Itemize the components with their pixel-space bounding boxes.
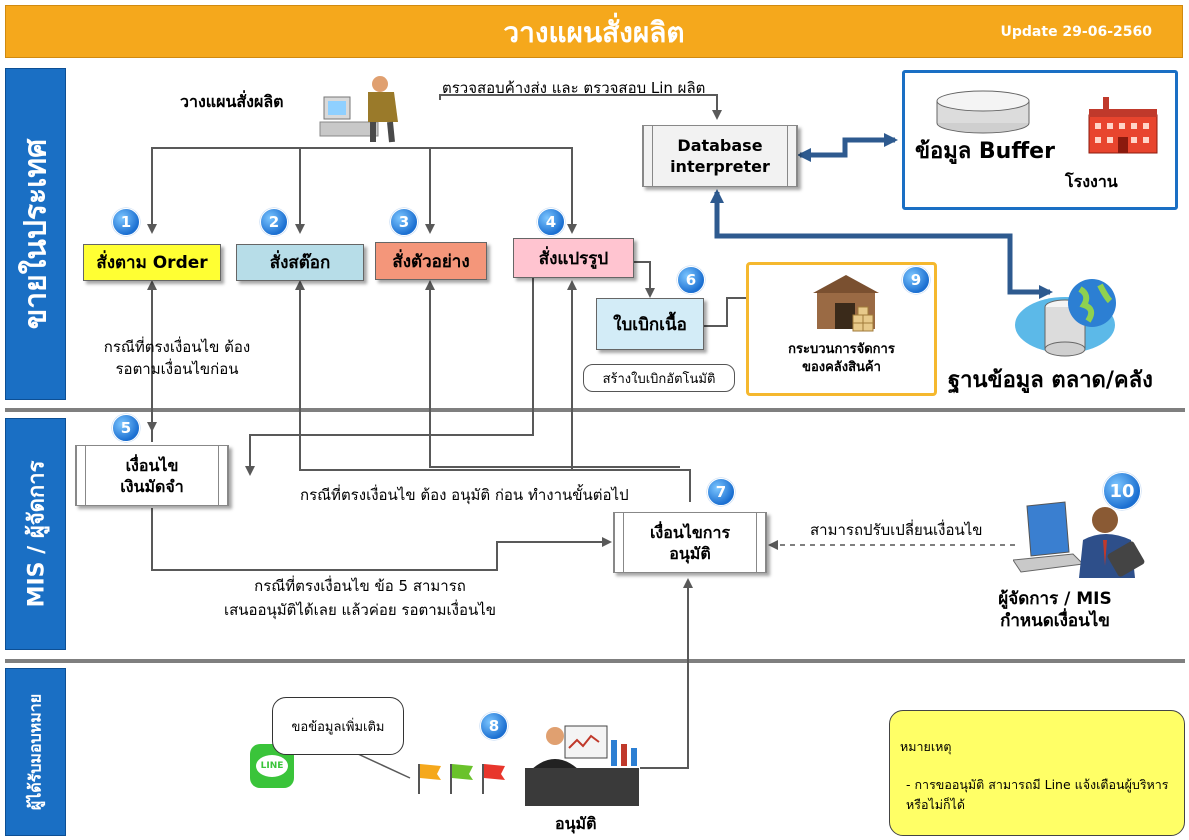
manager-line2: กำหนดเงื่อนไข	[1000, 611, 1110, 631]
wait-note-line2: รอตามเงื่อนไขก่อน	[115, 360, 239, 378]
line-app-icon: LINE	[250, 744, 294, 788]
factory-label: โรงงาน	[1065, 172, 1118, 191]
database-disk-icon	[936, 90, 1030, 134]
update-date: Update 29-06-2560	[1000, 24, 1152, 40]
approve-condition-note: กรณีที่ตรงเงื่อนไข ต้อง อนุมัติ ก่อน ทำง…	[300, 486, 629, 504]
section-divider	[5, 659, 1185, 663]
step-8-badge: 8	[480, 712, 508, 740]
line-icon-text: LINE	[256, 755, 288, 777]
sidebar-assignee: ผู้ได้รับมอบหมาย	[5, 668, 66, 836]
section-divider	[5, 408, 1185, 412]
warehouse-label: กระบวนการจัดการ ของคลังสินค้า	[749, 341, 934, 377]
step-4-badge: 4	[537, 208, 565, 236]
approval-line2: อนุมัติ	[669, 543, 711, 563]
planner-person-icon	[319, 76, 398, 143]
database-line1: Database	[677, 136, 763, 155]
buffer-panel: ข้อมูล Buffer โรงงาน	[902, 70, 1178, 210]
database-interpreter: Database interpreter	[642, 125, 798, 187]
step-5-badge: 5	[112, 414, 140, 442]
step-6-badge: 6	[677, 266, 705, 294]
approval-condition-box: เงื่อนไขการอนุมัติ	[613, 512, 767, 573]
warehouse-line1: กระบวนการจัดการ	[788, 342, 895, 357]
step-sample-box: สั่งตัวอย่าง	[375, 242, 487, 280]
remark-note: หมายเหตุ - การขออนุมัติ สามารถมี Line แจ…	[889, 710, 1185, 836]
five-note-line1: กรณีที่ตรงเงื่อนไข ข้อ 5 สามารถ	[254, 577, 466, 595]
remark-title: หมายเหตุ	[900, 739, 952, 754]
wait-condition-note: กรณีที่ตรงเงื่อนไข ต้อง รอตามเงื่อนไขก่อ…	[82, 336, 272, 380]
factory-icon	[1088, 97, 1158, 154]
flags-icon	[418, 764, 505, 794]
step-3-badge: 3	[390, 208, 418, 236]
five-condition-note: กรณีที่ตรงเงื่อนไข ข้อ 5 สามารถ เสนออนุม…	[200, 574, 520, 622]
sidebar-mis: MIS / ผู้จัดการ	[5, 418, 66, 650]
step-convert-box: สั่งแปรรูป	[513, 238, 634, 278]
warehouse-icon	[813, 275, 879, 332]
step-9-badge: 9	[902, 266, 930, 294]
approve-label: อนุมัติ	[555, 814, 597, 833]
buffer-label: ข้อมูล Buffer	[915, 139, 1055, 164]
step-7-badge: 7	[707, 478, 735, 506]
remark-body: - การขออนุมัติ สามารถมี Line แจ้งเตือนผู…	[906, 777, 1169, 812]
deposit-condition-box: เงื่อนไขเงินมัดจำ	[75, 445, 229, 506]
manager-line1: ผู้จัดการ / MIS	[998, 589, 1112, 609]
adjust-condition-note: สามารถปรับเปลี่ยนเงื่อนไข	[810, 521, 983, 539]
page-title: วางแผนสั่งผลิต	[503, 16, 685, 49]
five-note-line2: เสนออนุมัติได้เลย แล้วค่อย รอตามเงื่อนไข	[223, 601, 497, 619]
approver-desk-icon	[525, 725, 639, 806]
request-info-bubble: ขอข้อมูลเพิ่มเติม	[272, 697, 404, 755]
market-database-icon	[1015, 279, 1116, 357]
approval-line1: เงื่อนไขการ	[649, 522, 731, 542]
sidebar-sales: ขายในประเทศ	[5, 68, 66, 400]
planner-label: วางแผนสั่งผลิต	[180, 92, 284, 111]
database-line2: interpreter	[670, 157, 770, 176]
step-1-badge: 1	[112, 208, 140, 236]
auto-requisition-note: สร้างใบเบิกอัตโนมัติ	[583, 364, 735, 392]
header-bar: วางแผนสั่งผลิต Update 29-06-2560	[5, 5, 1183, 58]
step-stock-box: สั่งสต๊อก	[236, 244, 364, 281]
step-2-badge: 2	[260, 208, 288, 236]
deposit-line1: เงื่อนไข	[125, 455, 179, 475]
manager-label: ผู้จัดการ / MIS กำหนดเงื่อนไข	[980, 588, 1130, 632]
step-10-badge: 10	[1103, 472, 1141, 510]
deposit-line2: เงินมัดจำ	[120, 476, 184, 496]
requisition-box: ใบเบิกเนื้อ	[596, 298, 704, 350]
check-note: ตรวจสอบค้างส่ง และ ตรวจสอบ Lin ผลิต	[442, 79, 706, 97]
warehouse-line2: ของคลังสินค้า	[802, 360, 881, 375]
market-database-label: ฐานข้อมูล ตลาด/คลัง	[948, 368, 1153, 393]
wait-note-line1: กรณีที่ตรงเงื่อนไข ต้อง	[103, 338, 251, 356]
step-order-box: สั่งตาม Order	[83, 244, 221, 281]
manager-laptop-icon	[1013, 501, 1145, 578]
